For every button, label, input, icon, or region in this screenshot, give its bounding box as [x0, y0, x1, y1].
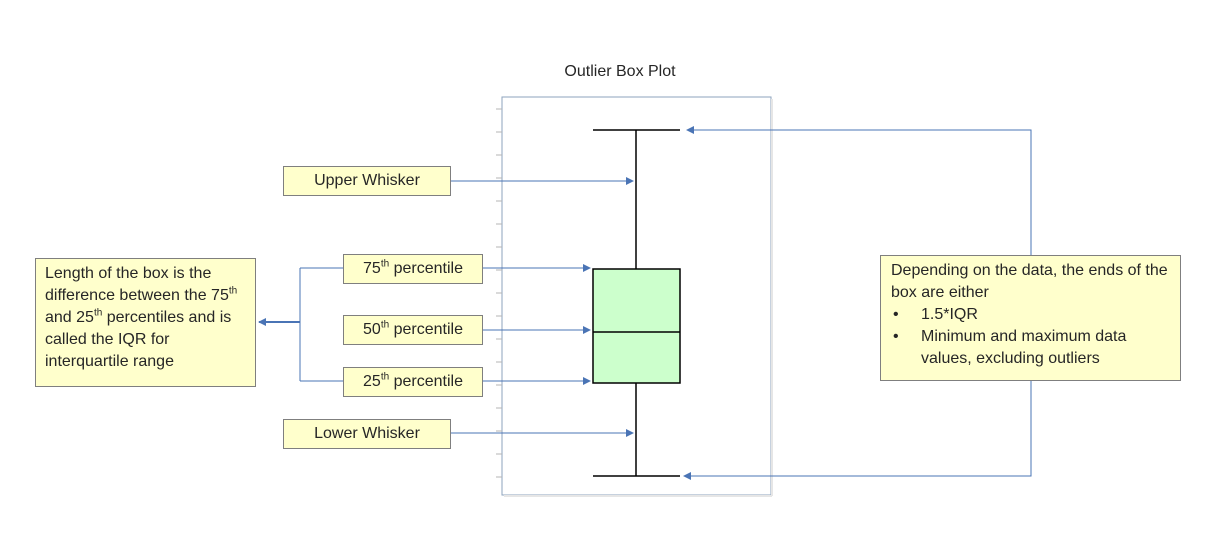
bullet-icon: • [893, 328, 899, 345]
upper-whisker-label: Upper Whisker [283, 166, 451, 196]
box-ends-item: •1.5*IQR [891, 304, 1170, 326]
lower-end-connector [683, 381, 1032, 480]
axis-ticks [496, 108, 502, 478]
p75-label: 75th percentile [343, 254, 483, 284]
p25-text: 25th percentile [363, 371, 463, 390]
p25-label: 25th percentile [343, 367, 483, 397]
lower-whisker-text: Lower Whisker [314, 425, 420, 442]
box-ends-item: •Minimum and maximum data values, exclud… [893, 328, 1127, 367]
box-ends-intro: Depending on the data, the ends of the b… [891, 262, 1168, 301]
lower-whisker-label: Lower Whisker [283, 419, 451, 449]
p75-text: 75th percentile [363, 258, 463, 277]
p50-label: 50th percentile [343, 315, 483, 345]
iqr-box [592, 268, 681, 384]
iqr-note: Length of the box is the difference betw… [35, 258, 256, 387]
box-ends-note: Depending on the data, the ends of the b… [880, 255, 1181, 381]
diagram-title: Outlier Box Plot [564, 63, 676, 80]
plot-frame-shadow [504, 99, 773, 497]
upper-end-connector [686, 126, 1032, 255]
bullet-icon: • [893, 306, 899, 323]
upper-whisker-text: Upper Whisker [314, 172, 420, 189]
p50-text: 50th percentile [363, 319, 463, 338]
box-ends-list: •1.5*IQR •Minimum and maximum data value… [891, 304, 1170, 370]
iqr-bracket [299, 267, 343, 382]
